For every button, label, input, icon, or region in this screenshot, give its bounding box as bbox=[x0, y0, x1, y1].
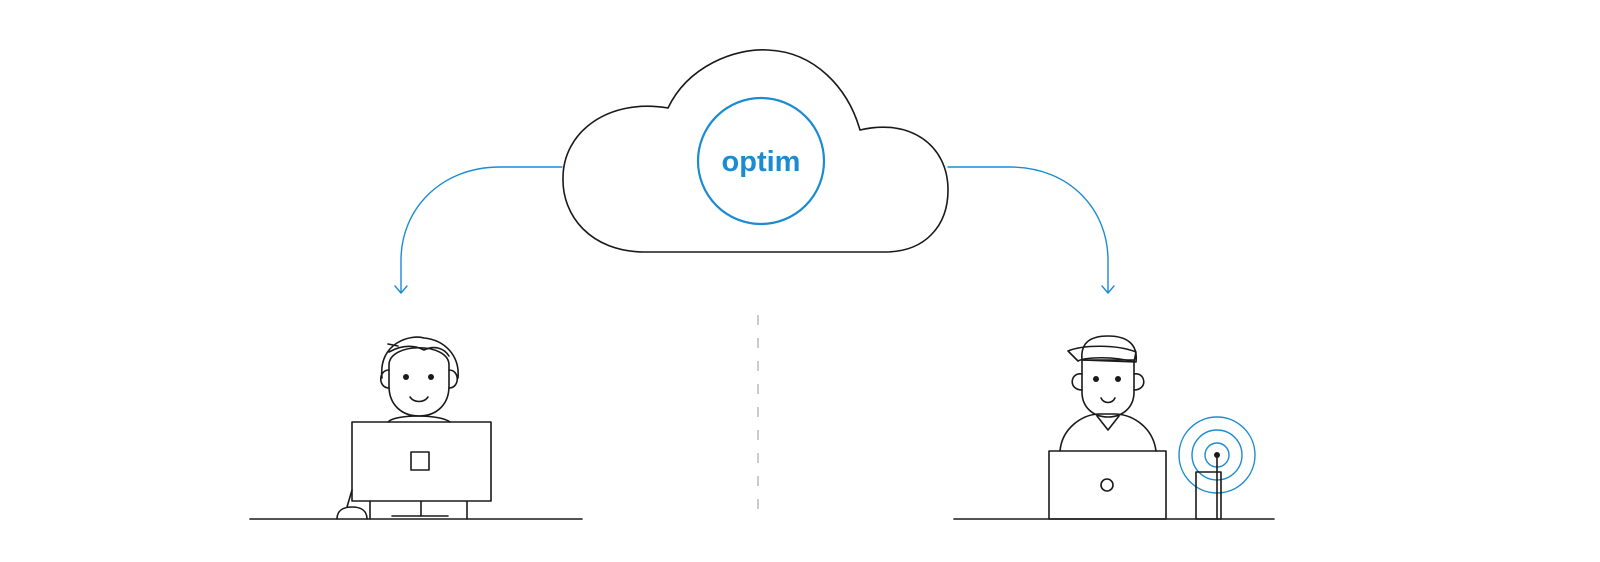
wifi-router-icon bbox=[1178, 416, 1256, 520]
arrow-down-right-icon bbox=[947, 166, 1115, 294]
headset-icon bbox=[381, 336, 459, 379]
cloud-icon bbox=[562, 49, 949, 253]
support-agent-scene bbox=[249, 336, 583, 520]
arrow-down-left-icon bbox=[394, 166, 563, 294]
user-scene bbox=[953, 335, 1275, 520]
laptop-icon bbox=[1048, 450, 1167, 520]
brand-circle bbox=[696, 96, 826, 226]
brand-logo: optim bbox=[696, 96, 826, 226]
mouse-icon bbox=[336, 506, 368, 520]
cap-icon bbox=[1067, 335, 1137, 363]
brand-text: optim bbox=[722, 146, 801, 178]
desktop-monitor-icon bbox=[351, 421, 492, 520]
